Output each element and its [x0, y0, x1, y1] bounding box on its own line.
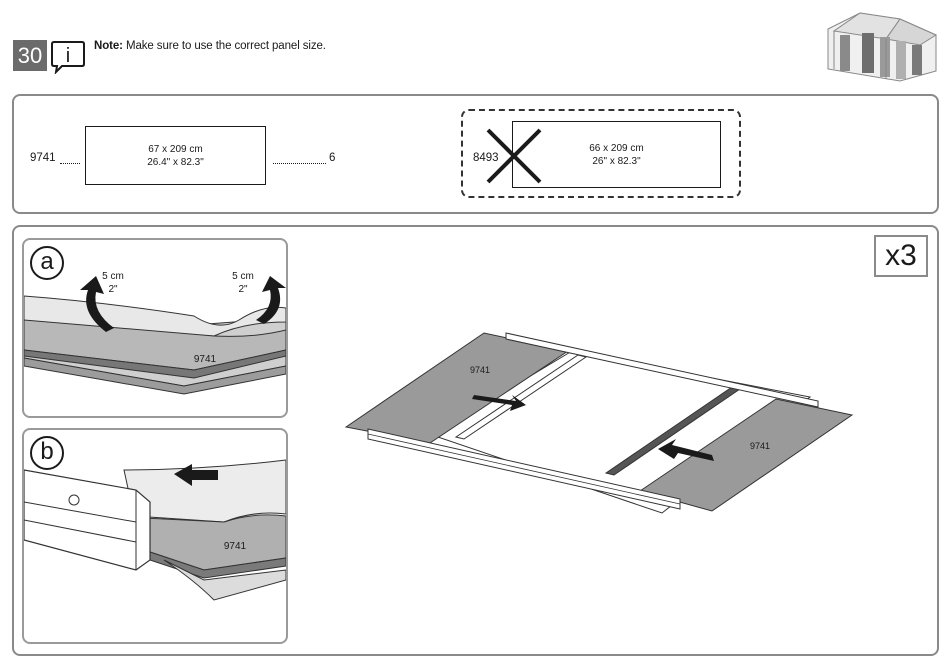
detail-b-panel-code: 9741 — [220, 541, 250, 552]
correct-part-quantity: 6 — [329, 152, 335, 164]
detail-a-letter: a — [30, 246, 64, 280]
detail-b-letter: b — [30, 436, 64, 470]
incorrect-panel-imperial: 26" x 82.3" — [513, 155, 720, 168]
detail-b-illustration — [24, 430, 286, 642]
lift-left-metric: 5 cm — [100, 271, 126, 282]
step-number: 30 — [13, 40, 47, 71]
leader-dots-right — [273, 163, 326, 164]
correct-panel-metric: 67 x 209 cm — [86, 143, 265, 156]
lift-right-metric: 5 cm — [230, 271, 256, 282]
x-cross-icon — [484, 128, 544, 184]
detail-a-panel-code: 9741 — [190, 354, 220, 365]
note-message: Make sure to use the correct panel size. — [123, 40, 326, 52]
svg-text:i: i — [66, 45, 70, 67]
main-panel-right-code: 9741 — [750, 441, 770, 451]
lift-left-imperial: 2" — [100, 284, 126, 295]
correct-panel-box: 67 x 209 cm 26.4" x 82.3" — [85, 126, 266, 185]
correct-part-code: 9741 — [30, 152, 56, 164]
detail-b-frame: b 9741 — [22, 428, 288, 644]
main-panel-left-code: 9741 — [470, 365, 490, 375]
leader-dots-left — [60, 163, 80, 164]
lift-right-imperial: 2" — [230, 284, 256, 295]
roof-panel-assembly-illustration: 9741 9741 — [340, 325, 860, 520]
incorrect-panel-metric: 66 x 209 cm — [513, 142, 720, 155]
detail-a-frame: a 5 cm 2" 5 cm 2" 9741 — [22, 238, 288, 418]
multiplier-badge: x3 — [874, 235, 928, 277]
info-icon: i — [50, 40, 86, 74]
note-label: Note: — [94, 40, 123, 52]
correct-panel-imperial: 26.4" x 82.3" — [86, 156, 265, 169]
note-text: Note: Make sure to use the correct panel… — [94, 40, 326, 52]
shed-thumbnail-icon — [820, 5, 942, 85]
